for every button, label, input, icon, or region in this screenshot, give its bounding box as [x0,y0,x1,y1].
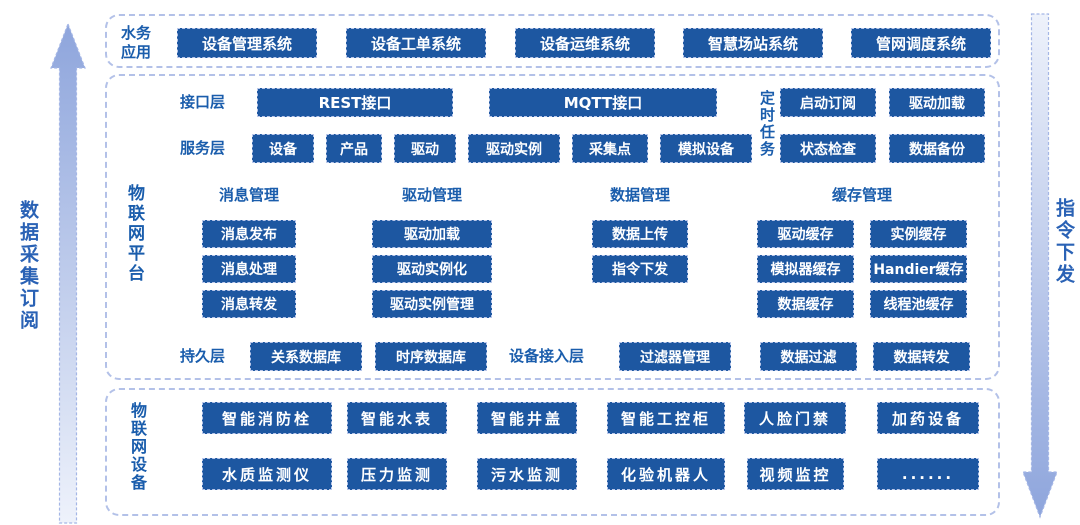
task-box-status-check: 状态检查 [780,134,876,163]
device-box-dosing: 加药设备 [877,402,979,434]
water-applications-label: 水务应用 [121,24,152,61]
driver-mgmt-title: 驱动管理 [401,186,462,204]
task-box-start-subscribe: 启动订阅 [780,88,876,117]
device-box-lab-robot: 化验机器人 [607,458,725,490]
cache-box-driver: 驱动缓存 [757,220,854,248]
service-box-driver: 驱动 [394,134,456,163]
persistence-layer-label: 持久层 [180,347,226,365]
command-down-arrow [1022,13,1058,519]
device-box-control-cabinet: 智能工控柜 [607,402,725,434]
msg-box-publish: 消息发布 [202,220,296,248]
db-box-relational: 关系数据库 [250,342,362,371]
iot-devices-label: 物联网设备 [128,402,147,492]
app-box-pipeline-dispatch: 管网调度系统 [851,28,991,58]
cache-box-simulator: 模拟器缓存 [757,255,854,283]
access-box-filter-mgmt: 过滤器管理 [619,342,731,371]
device-box-more: ...... [877,458,979,490]
device-box-pressure: 压力监测 [347,458,447,490]
message-mgmt-title: 消息管理 [218,186,279,204]
service-box-product: 产品 [326,134,382,163]
device-box-fire-hydrant: 智能消防栓 [202,402,332,434]
device-box-water-meter: 智能水表 [347,402,447,434]
msg-box-process: 消息处理 [202,255,296,283]
cache-box-instance: 实例缓存 [870,220,967,248]
water-applications-section: 水务应用 设备管理系统 设备工单系统 设备运维系统 智慧场站系统 管网调度系统 [105,14,1000,68]
drv-box-instance-mgmt: 驱动实例管理 [372,290,492,318]
service-box-sim-device: 模拟设备 [660,134,752,163]
access-box-data-forward: 数据转发 [873,342,970,371]
service-box-collect-point: 采集点 [572,134,648,163]
scheduled-tasks-label: 定时任务 [758,90,776,158]
db-box-timeseries: 时序数据库 [375,342,487,371]
drv-box-load: 驱动加载 [372,220,492,248]
task-box-data-backup: 数据备份 [889,134,985,163]
task-box-driver-load: 驱动加载 [889,88,985,117]
cache-box-handler: Handier缓存 [870,255,967,283]
app-box-smart-station: 智慧场站系统 [683,28,823,58]
data-box-upload: 数据上传 [592,220,688,248]
iot-platform-label: 物联网平台 [124,184,144,284]
device-box-water-quality: 水质监测仪 [202,458,332,490]
data-collection-up-arrow [50,22,86,524]
right-arrow-label: 指令下发 [1053,198,1075,286]
app-box-device-management: 设备管理系统 [177,28,317,58]
cache-mgmt-title: 缓存管理 [831,186,892,204]
iot-devices-section: 物联网设备 智能消防栓 智能水表 智能井盖 智能工控柜 人脸门禁 加药设备 水质… [105,388,1000,516]
access-layer-label: 设备接入层 [509,347,585,365]
device-box-sewage: 污水监测 [477,458,577,490]
left-arrow-label: 数据采集订阅 [17,200,39,332]
service-box-driver-instance: 驱动实例 [468,134,560,163]
data-mgmt-title: 数据管理 [609,186,670,204]
access-box-data-filter: 数据过滤 [760,342,857,371]
device-box-face-access: 人脸门禁 [744,402,846,434]
cache-box-data: 数据缓存 [757,290,854,318]
service-box-device: 设备 [252,134,314,163]
app-box-ops: 设备运维系统 [515,28,655,58]
rest-interface-box: REST接口 [257,88,453,117]
app-box-work-order: 设备工单系统 [346,28,486,58]
device-box-manhole-cover: 智能井盖 [477,402,577,434]
cache-box-threadpool: 线程池缓存 [870,290,967,318]
drv-box-instantiate: 驱动实例化 [372,255,492,283]
device-box-video-monitor: 视频监控 [747,458,844,490]
data-box-command: 指令下发 [592,255,688,283]
interface-layer-label: 接口层 [180,93,226,111]
service-layer-label: 服务层 [180,139,226,157]
mqtt-interface-box: MQTT接口 [489,88,717,117]
iot-platform-section: 物联网平台 接口层 REST接口 MQTT接口 定时任务 启动订阅 驱动加载 状… [105,74,1000,380]
msg-box-forward: 消息转发 [202,290,296,318]
